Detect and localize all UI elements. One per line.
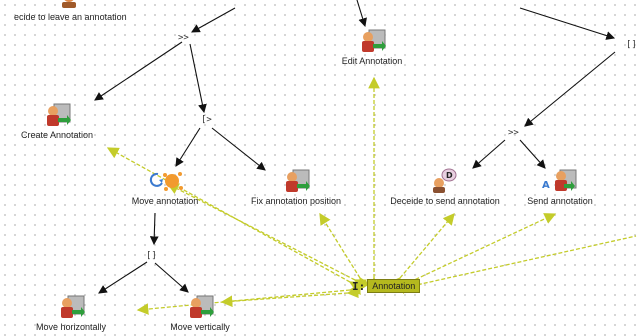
task-move-horizontally[interactable]: Move horizontally xyxy=(26,294,116,333)
task-label: ecide to leave an annotation xyxy=(14,12,127,22)
edge-to-send xyxy=(519,139,546,169)
edge-to-move-v xyxy=(154,262,189,293)
edge-to-move-h xyxy=(98,261,148,294)
operator-choice-bottom: [] xyxy=(146,251,157,261)
object-label: Annotation xyxy=(367,279,421,293)
task-move-vertically[interactable]: Move vertically xyxy=(160,294,240,333)
edge-to-fix xyxy=(211,127,266,171)
operator-enabling-right: >> xyxy=(508,128,519,138)
edge-root-to-edit xyxy=(356,0,367,28)
object-marker: I: xyxy=(352,279,366,293)
user-computer-icon xyxy=(190,295,214,318)
task-send-annotation[interactable]: A Send annotation xyxy=(527,168,593,207)
object-edges xyxy=(106,76,637,315)
edge-to-enable-info xyxy=(189,43,207,114)
task-label: Send annotation xyxy=(527,196,593,206)
edge-obj-move-v xyxy=(220,286,359,308)
task-edit-annotation[interactable]: Edit Annotation xyxy=(332,28,412,67)
task-fix-annotation-position[interactable]: Fix annotation position xyxy=(244,168,348,207)
task-create-annotation[interactable]: Create Annotation xyxy=(12,102,102,141)
edge-obj-move-h xyxy=(136,283,361,315)
task-label: Deceide to send annotation xyxy=(390,196,500,206)
user-send-icon: A xyxy=(542,169,577,191)
task-label: Fix annotation position xyxy=(250,196,342,206)
task-label: Create Annotation xyxy=(20,130,94,140)
task-label: Edit Annotation xyxy=(341,56,403,66)
edge-obj-offscreen xyxy=(400,235,637,294)
svg-text:D: D xyxy=(446,171,453,180)
svg-text:A: A xyxy=(542,180,550,191)
edge-to-create xyxy=(94,41,183,101)
edge-obj-deceide xyxy=(388,213,455,290)
task-label: Move annotation xyxy=(131,196,199,206)
edge-to-deceide-send xyxy=(472,139,506,169)
user-thinking-icon: D xyxy=(433,168,457,193)
task-label: Move vertically xyxy=(170,322,230,332)
operator-enabling: >> xyxy=(178,33,189,43)
gear-splash-icon xyxy=(149,172,183,191)
operator-choice: [] xyxy=(626,40,637,50)
task-move-annotation[interactable]: Move annotation xyxy=(122,168,208,207)
hierarchy-edges xyxy=(94,0,616,294)
user-computer-icon xyxy=(61,295,85,318)
user-thinking-icon xyxy=(62,0,76,8)
task-label: Move horizontally xyxy=(35,322,107,332)
edge-choice-to-enable xyxy=(524,51,616,127)
user-computer-icon xyxy=(362,29,386,52)
edge-root-to-enable xyxy=(191,7,236,33)
operator-enabling-with-info: [> xyxy=(201,115,212,125)
task-deceide-send[interactable]: D Deceide to send annotation xyxy=(380,168,510,207)
edge-obj-move xyxy=(166,183,367,290)
edge-obj-fix xyxy=(319,212,371,290)
object-annotation[interactable]: I: Annotation xyxy=(352,279,421,293)
edge-move-to-choice xyxy=(149,212,159,246)
user-computer-icon xyxy=(286,169,310,192)
user-computer-icon xyxy=(47,103,71,126)
task-decide-leave[interactable]: ecide to leave an annotation xyxy=(14,0,127,23)
edge-obj-send xyxy=(398,213,557,292)
edge-to-move xyxy=(175,127,201,167)
edge-root-to-choice xyxy=(519,7,616,40)
